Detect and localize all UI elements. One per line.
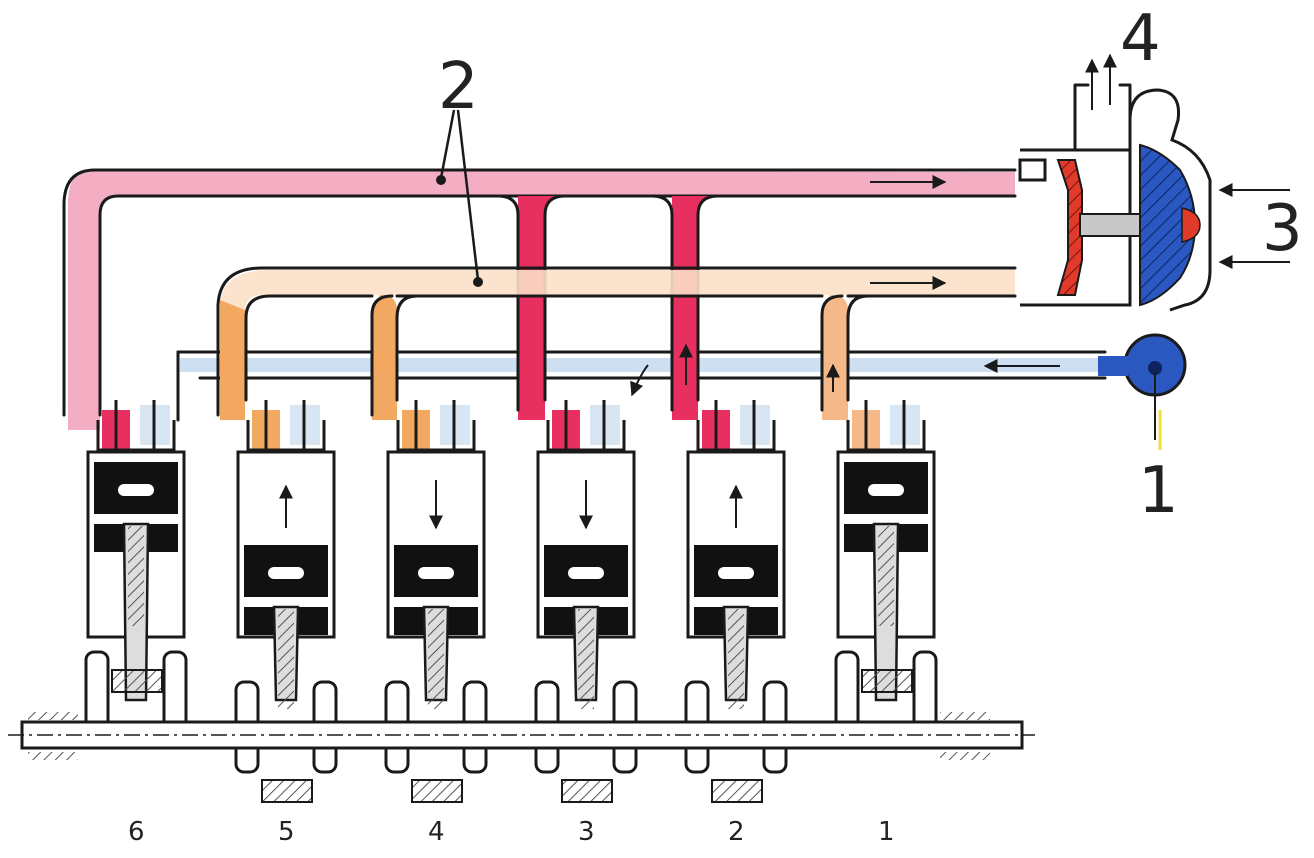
cylinder-1: 1 [834, 400, 938, 847]
cylinder-2: 2 [684, 400, 788, 847]
label-air-inlet: 3 [1262, 192, 1303, 266]
cylinder-number-label: 3 [578, 817, 595, 847]
cylinder-number-label: 6 [128, 817, 145, 847]
exhaust-manifold-lower [216, 266, 1017, 420]
label-exhaust-outlet: 4 [1120, 2, 1161, 76]
crankshaft [8, 712, 1035, 760]
cylinder-4: 4 [384, 400, 488, 847]
cylinder-3: 3 [534, 400, 638, 847]
cylinder-5: 5 [234, 400, 338, 847]
intake-flow-arrow-cyl3 [630, 364, 649, 397]
turbine-wheel [1056, 159, 1083, 296]
cylinder-bank: 6 5 4 3 2 1 [84, 400, 938, 847]
intake-manifold [176, 350, 1110, 422]
label-2-leaders [439, 109, 480, 281]
exhaust-manifold-upper [62, 168, 1017, 430]
label-intake-air: 1 [1138, 454, 1179, 528]
label-exhaust-manifolds: 2 [438, 50, 479, 124]
cylinder-number-label: 1 [878, 817, 895, 847]
cylinder-number-label: 4 [428, 817, 445, 847]
cylinder-6: 6 [84, 400, 188, 847]
turbocharger [1018, 53, 1290, 450]
cylinder-number-label: 2 [728, 817, 745, 847]
cylinder-number-label: 5 [278, 817, 295, 847]
